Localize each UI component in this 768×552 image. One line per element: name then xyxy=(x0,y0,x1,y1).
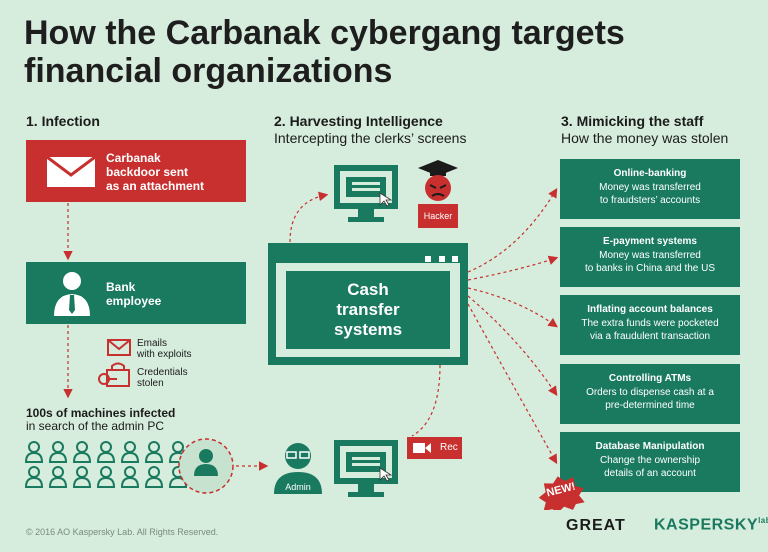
video-camera-icon xyxy=(413,443,431,453)
admin-icon xyxy=(274,443,322,494)
email-exploit-icon xyxy=(107,339,131,356)
backdoor-box: Carbanak backdoor sent as an attachment xyxy=(26,140,246,202)
arrow-to-e-payment xyxy=(467,255,559,281)
hacker-label: Hacker xyxy=(423,211,453,221)
envelope-icon xyxy=(46,156,96,187)
arrow-to-online-banking xyxy=(467,187,558,273)
cash-transfer-window: Cash transfer systems xyxy=(268,243,468,365)
hacker-monitor-icon xyxy=(334,165,398,222)
section-harvest-subtitle: Intercepting the clerks’ screens xyxy=(274,130,467,146)
kaspersky-logo: KASPERSKYlab xyxy=(654,516,768,534)
cash-transfer-label: Cash transfer systems xyxy=(286,271,450,349)
great-logo: GREAT xyxy=(566,517,626,534)
infected-machines-grid xyxy=(24,441,188,488)
backdoor-text: Carbanak backdoor sent as an attachment xyxy=(106,151,205,193)
arrow-to-atms xyxy=(467,295,558,396)
arrow-window-to-rec xyxy=(411,364,441,437)
stolen-credentials-icon xyxy=(98,362,130,387)
arrow-to-database xyxy=(467,303,558,465)
section-mimic-subtitle: How the money was stolen xyxy=(561,130,729,146)
hacker-icon xyxy=(418,160,458,228)
admin-monitor-icon xyxy=(334,440,398,497)
title-line-1: How the Carbanak cybergang targets xyxy=(24,14,625,52)
section-infection-title: 1. Infection xyxy=(26,113,100,129)
employee-icon xyxy=(54,272,90,316)
admin-pc-found-highlight xyxy=(178,438,234,494)
page-title: How the Carbanak cybergang targets finan… xyxy=(24,14,744,90)
arrow-window-to-hacker xyxy=(289,191,329,243)
bank-employee-text: Bank employee xyxy=(106,280,162,308)
new-badge xyxy=(538,476,585,510)
arrow-to-inflating xyxy=(467,287,558,328)
rec-badge: Rec xyxy=(407,437,462,459)
window-controls-icon xyxy=(422,249,458,267)
bank-employee-box: Bank employee xyxy=(26,262,246,324)
title-line-2: financial organizations xyxy=(24,52,393,90)
copyright-footer: © 2016 AO Kaspersky Lab. All Rights Rese… xyxy=(26,527,219,537)
admin-label: Admin xyxy=(285,482,311,492)
